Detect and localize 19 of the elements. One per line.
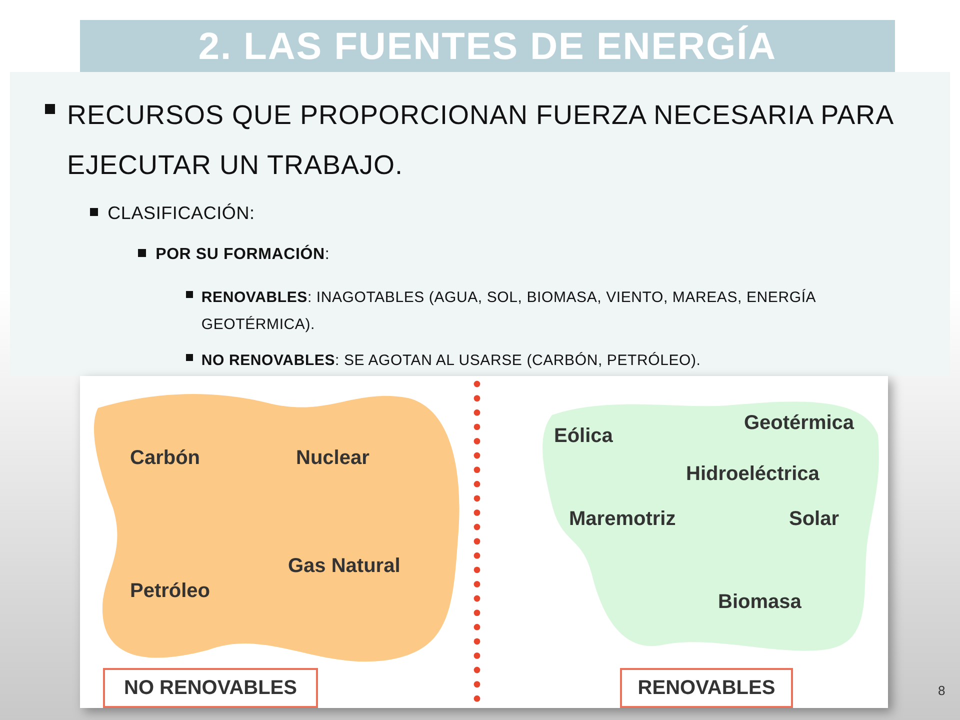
energy-source-label: Gas Natural	[288, 555, 400, 578]
category-label: NO RENOVABLES	[103, 668, 318, 708]
slide-title: 2. LAS FUENTES DE ENERGÍA	[80, 20, 895, 72]
energy-source-label: Maremotriz	[569, 508, 676, 531]
energy-source-label: Eólica	[554, 425, 613, 448]
bullet-text: NO RENOVABLES: SE AGOTAN AL USARSE (CARBÓN, PETRÓLEO).	[186, 347, 922, 374]
page-number: 8	[938, 683, 946, 698]
energy-source-label: Nuclear	[296, 447, 370, 470]
energy-source-label: Hidroeléctrica	[686, 463, 820, 486]
energy-source-label: Biomasa	[718, 591, 802, 614]
category-label: RENOVABLES	[620, 668, 793, 708]
energy-source-label: Carbón	[130, 447, 200, 470]
bullet-text: RECURSOS QUE PROPORCIONAN FUERZA NECESARIA PARA EJECUTAR UN TRABAJO.	[45, 90, 917, 190]
bullet-text: CLASIFICACIÓN:	[90, 200, 608, 226]
energy-source-label: Solar	[789, 508, 840, 531]
bullet-text: RENOVABLES: INAGOTABLES (AGUA, SOL, BIOMASA, VIENTO, MAREAS, ENERGÍA GEOTÉRMICA).	[186, 284, 922, 338]
energy-source-label: Geotérmica	[744, 412, 854, 435]
bullet-text: POR SU FORMACIÓN:	[138, 242, 656, 268]
energy-source-label: Petróleo	[130, 580, 210, 603]
